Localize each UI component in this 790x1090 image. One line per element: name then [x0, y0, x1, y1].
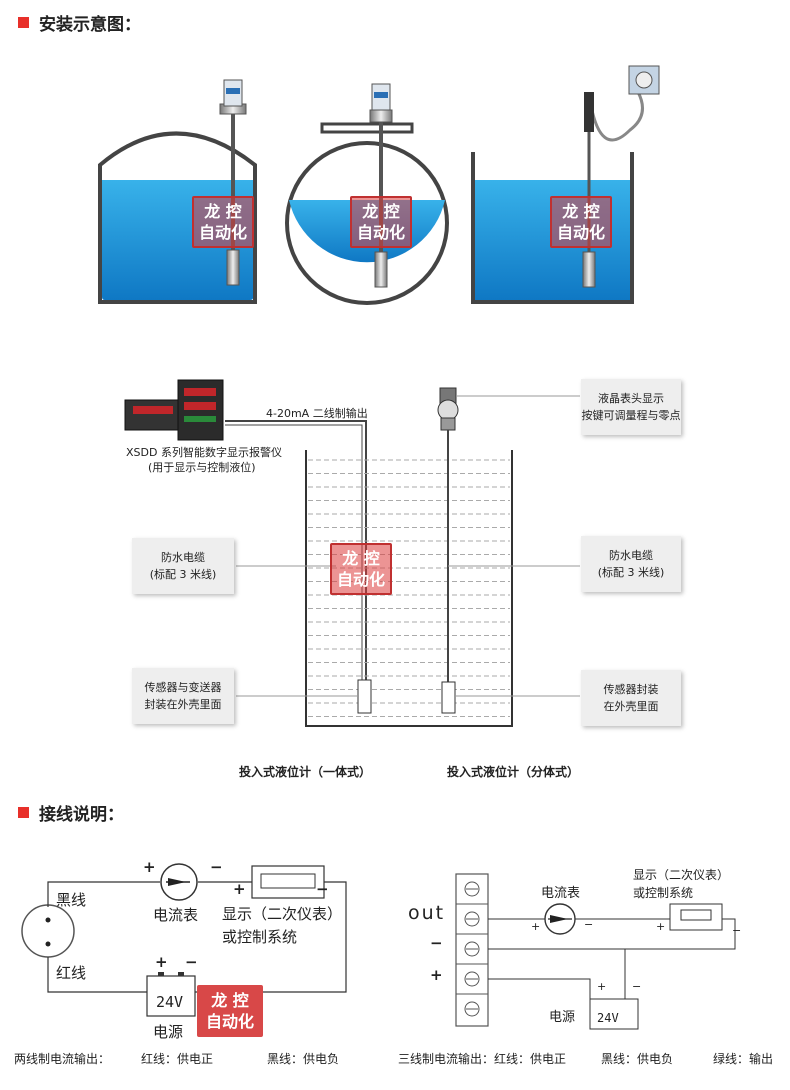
three-wire-footer-green: 绿线：输出	[713, 1052, 774, 1066]
plus-sign: +	[155, 953, 168, 971]
tank-domed	[98, 79, 257, 304]
stamp-line2: 自动化	[356, 223, 405, 242]
callout-text: 传感器与变送器	[144, 681, 222, 694]
callout-text: 液晶表头显示	[598, 392, 664, 405]
watermark-stamp-3: 龙 控 自动化	[550, 196, 612, 248]
plus-sign: +	[531, 920, 541, 933]
watermark-stamp-1: 龙 控 自动化	[192, 196, 254, 248]
three-wire-footer-black: 黑线：供电负	[601, 1052, 674, 1066]
power-label: 电源	[549, 1010, 576, 1025]
two-wire-footer-title: 两线制电流输出：	[14, 1052, 111, 1066]
callout-cable-left: 防水电缆 (标配 3 米线)	[132, 538, 234, 594]
display-label-2: 或控制系统	[222, 928, 298, 946]
minus-sign: −	[732, 924, 742, 937]
bullet-square	[18, 17, 29, 28]
stamp-line2: 自动化	[205, 1012, 254, 1031]
stamp-line1: 龙 控	[562, 202, 600, 221]
stamp-line2: 自动化	[336, 570, 385, 589]
callout-lcd-display: 液晶表头显示 按键可调量程与零点	[581, 379, 681, 435]
instrument-label-1: XSDD 系列智能数字显示报警仪	[126, 446, 282, 459]
display-label-1: 显示（二次仪表）	[633, 868, 730, 882]
signal-label: 4-20mA 二线制输出	[266, 407, 368, 420]
stamp-line1: 龙 控	[362, 202, 400, 221]
plus-sign: +	[430, 966, 443, 984]
two-wire-footer-black: 黑线：供电负	[267, 1052, 340, 1066]
tank-illustrations	[98, 65, 660, 305]
minus-sign: −	[430, 934, 443, 952]
caption-split: 投入式液位计（分体式）	[447, 765, 580, 779]
ammeter-label: 电流表	[153, 906, 199, 924]
callout-text: 封装在外壳里面	[144, 698, 222, 711]
minus-sign: −	[210, 858, 223, 876]
display-label-2: 或控制系统	[633, 886, 694, 900]
ammeter-label: 电流表	[541, 886, 581, 901]
voltage-label: 24V	[597, 1011, 619, 1025]
callout-text: 按键可调量程与零点	[581, 409, 681, 422]
display-label-1: 显示（二次仪表）	[222, 905, 343, 923]
plus-sign: +	[233, 880, 246, 898]
callout-text: 防水电缆	[609, 549, 653, 562]
level-gauge-diagram	[124, 379, 580, 727]
instrument-label-2: (用于显示与控制液位)	[148, 461, 256, 474]
plus-sign: +	[597, 980, 607, 993]
out-label: out	[408, 902, 446, 924]
caption-integrated: 投入式液位计（一体式）	[239, 765, 372, 779]
stamp-line1: 龙 控	[211, 991, 249, 1010]
plus-sign: +	[143, 858, 156, 876]
two-wire-diagram	[21, 863, 347, 1017]
watermark-stamp-4: 龙 控 自动化	[330, 543, 392, 595]
plus-sign: +	[656, 920, 666, 933]
minus-sign: −	[632, 980, 642, 993]
black-wire-label: 黑线	[56, 891, 87, 909]
section-title-installation: 安装示意图：	[18, 10, 141, 35]
two-wire-footer-red: 红线：供电正	[141, 1052, 214, 1066]
stamp-line2: 自动化	[556, 223, 605, 242]
three-wire-footer-title: 三线制电流输出：红线：供电正	[398, 1052, 567, 1066]
stamp-line1: 龙 控	[204, 202, 242, 221]
stamp-line2: 自动化	[198, 223, 247, 242]
callout-text: (标配 3 米线)	[149, 568, 217, 581]
callout-text: 在外壳里面	[603, 700, 659, 713]
power-label: 电源	[153, 1023, 184, 1041]
callout-text: 传感器封装	[603, 683, 659, 696]
three-wire-diagram	[455, 873, 736, 1030]
callout-sensor-left: 传感器与变送器 封装在外壳里面	[132, 668, 234, 724]
callout-text: 防水电缆	[161, 551, 205, 564]
red-wire-label: 红线	[56, 964, 87, 982]
minus-sign: −	[185, 953, 198, 971]
bullet-square	[18, 807, 29, 818]
watermark-stamp-5: 龙 控 自动化	[197, 985, 263, 1037]
callout-text: (标配 3 米线)	[597, 566, 665, 579]
callout-cable-right: 防水电缆 (标配 3 米线)	[581, 536, 681, 592]
instrument-icon	[124, 379, 224, 441]
section-title-wiring: 接线说明：	[18, 800, 124, 825]
callout-sensor-right: 传感器封装 在外壳里面	[581, 670, 681, 726]
tank-spherical	[285, 83, 449, 305]
section-title-text: 接线说明：	[39, 805, 124, 825]
watermark-stamp-2: 龙 控 自动化	[350, 196, 412, 248]
voltage-label: 24V	[156, 993, 184, 1011]
minus-sign: −	[316, 880, 329, 898]
minus-sign: −	[584, 918, 594, 931]
section-title-text: 安装示意图：	[39, 15, 141, 35]
stamp-line1: 龙 控	[342, 549, 380, 568]
tank-open	[471, 65, 660, 304]
